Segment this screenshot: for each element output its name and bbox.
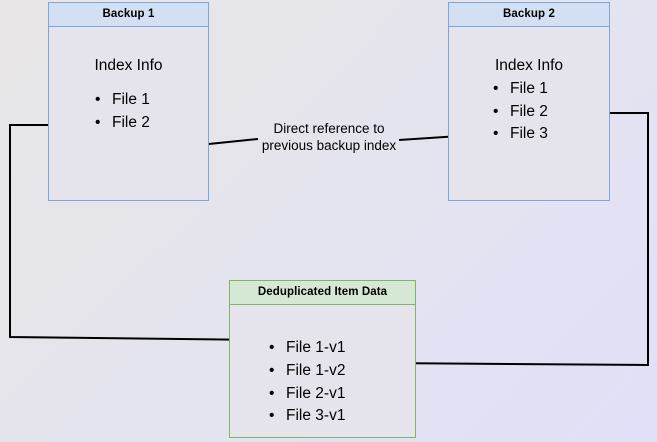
list-item: File 2 [95,112,150,135]
list-item: File 3 [493,123,548,146]
deduplicated-file-list: File 1-v1 File 1-v2 File 2-v1 File 3-v1 [269,337,345,428]
list-item: File 2 [493,101,548,124]
list-item: File 1-v2 [269,360,345,383]
node-backup-1-header: Backup 1 [49,3,208,27]
backup-2-index-info-label: Index Info [494,57,564,74]
edge-label-direct-reference: Direct reference to previous backup inde… [261,121,397,153]
node-backup-2-header: Backup 2 [449,3,609,27]
node-deduplicated-item-data-header: Deduplicated Item Data [230,281,415,305]
list-item: File 1 [493,78,548,101]
backup-1-index-info-label: Index Info [94,57,163,74]
node-backup-1[interactable]: Backup 1 Index Info File 1 File 2 [48,2,209,201]
backup-1-file-list: File 1 File 2 [95,89,150,134]
list-item: File 1 [95,89,150,112]
node-deduplicated-item-data-body: File 1-v1 File 1-v2 File 2-v1 File 3-v1 [230,305,415,437]
list-item: File 2-v1 [269,383,345,406]
node-backup-2-body: Index Info File 1 File 2 File 3 [449,27,609,200]
node-backup-1-body: Index Info File 1 File 2 [49,27,208,200]
list-item: File 1-v1 [269,337,345,360]
backup-2-file-list: File 1 File 2 File 3 [493,78,548,146]
node-deduplicated-item-data[interactable]: Deduplicated Item Data File 1-v1 File 1-… [229,280,416,438]
node-backup-2[interactable]: Backup 2 Index Info File 1 File 2 File 3 [448,2,610,201]
list-item: File 3-v1 [269,405,345,428]
